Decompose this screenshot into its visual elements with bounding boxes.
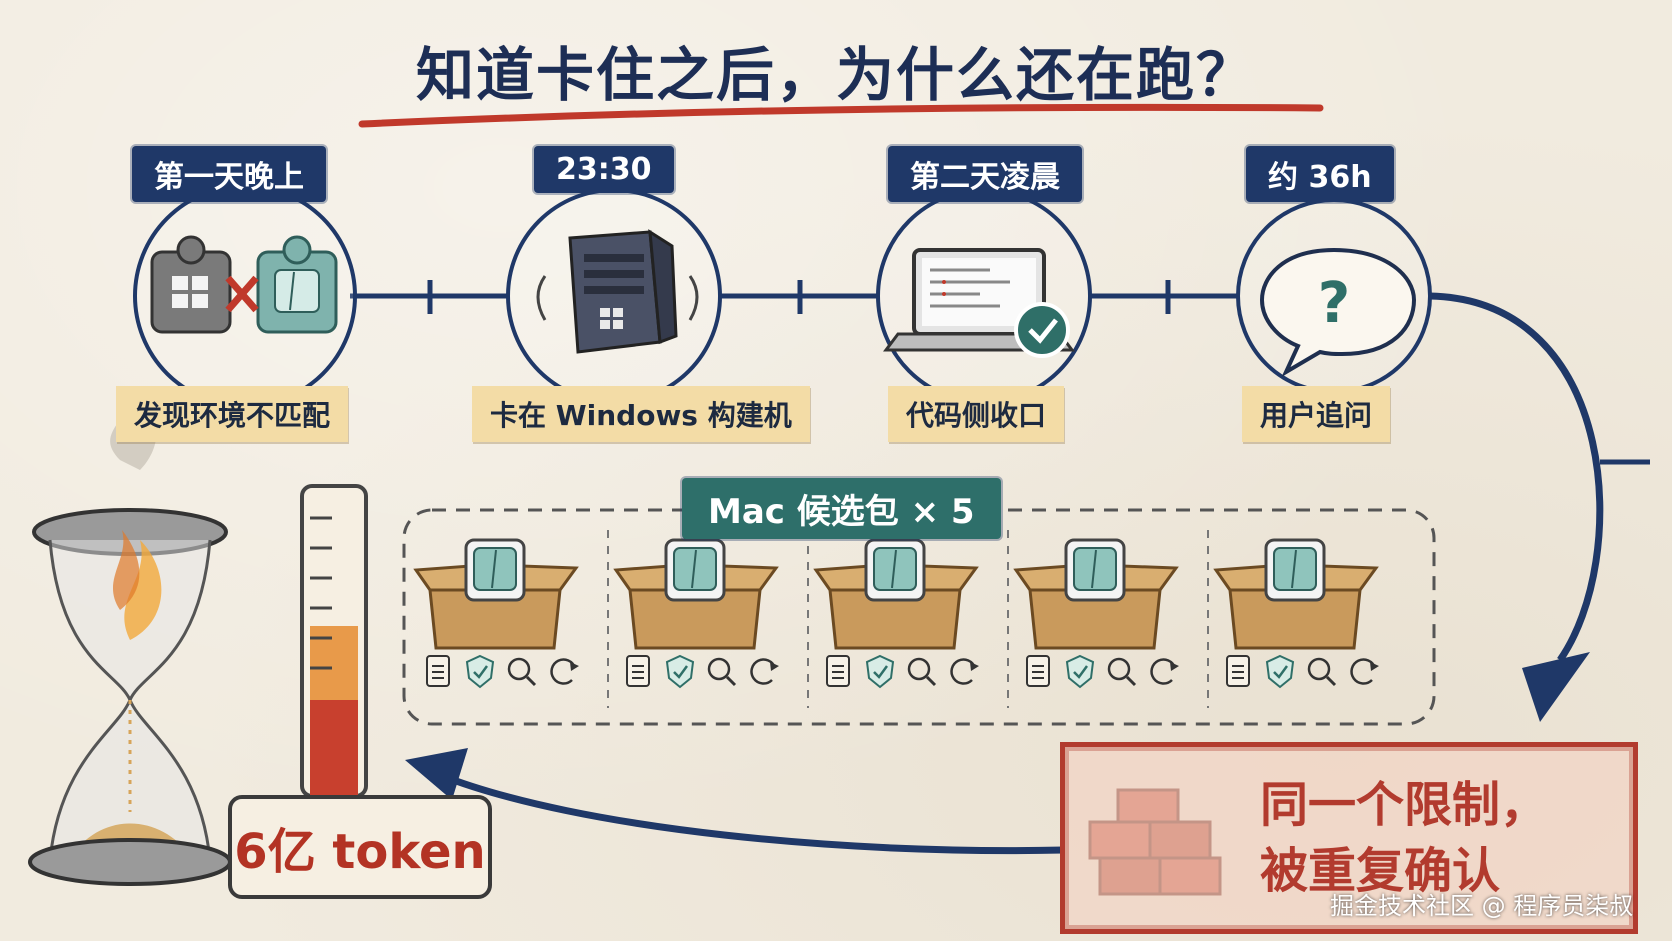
clipboard-icon [1226,655,1250,687]
time-badge-1: 第一天晚上 [132,146,326,202]
mac-package-2 [613,538,779,689]
refresh-icon [1150,658,1179,685]
loop-arrowhead-right [1522,652,1590,722]
limit-callout-text: 同一个限制， 被重复确认 [1260,772,1548,904]
magnifier-icon [907,657,937,687]
laptop-check-icon [883,248,1075,358]
shield-check-icon [1065,654,1095,689]
caption-tape-4: 用户追问 [1242,386,1391,442]
page-title: 知道卡住之后，为什么还在跑？ [415,41,1256,109]
question-bubble-icon: ? [1259,247,1417,377]
mac-package-5 [1213,538,1379,689]
caption-tape-1: 发现环境不匹配 [116,386,349,442]
mac-package-3 [813,538,979,689]
title-underline [358,103,1324,128]
puzzle-mismatch-icon [150,235,338,334]
mac-package-1 [413,538,579,689]
loop-arrow-left [438,771,1065,855]
packages-badge: Mac 候选包 × 5 [682,478,1001,539]
timeline-line [350,280,1238,314]
packages-row [413,530,1379,708]
mac-package-4 [1013,538,1179,689]
refresh-icon [750,658,779,685]
refresh-icon [950,658,979,685]
shield-check-icon [465,654,495,689]
time-badge-4: 约 36h [1246,146,1394,202]
limit-line-1: 同一个限制， [1260,777,1549,833]
limit-line-2: 被重复确认 [1260,843,1501,899]
loop-arrow-right [1429,292,1604,663]
shield-check-icon [1265,654,1295,689]
limit-callout-box [1060,742,1638,934]
magnifier-icon [507,657,537,687]
thermometer-gauge [300,484,368,798]
watermark: 掘金技术社区 @ 程序员柒叔 [1330,892,1634,920]
refresh-icon [1350,658,1379,685]
hourglass-icon [28,390,232,886]
shield-check-icon [865,654,895,689]
time-badge-3: 第二天凌晨 [888,146,1082,202]
time-badge-2: 23:30 [534,146,674,193]
loop-arrowhead-left [405,748,468,800]
caption-tape-2: 卡在 Windows 构建机 [472,386,810,442]
svg-text:?: ? [1318,271,1350,336]
shield-check-icon [665,654,695,689]
clipboard-icon [626,655,650,687]
clipboard-icon [826,655,850,687]
refresh-icon [550,658,579,685]
clipboard-icon [1026,655,1050,687]
clipboard-icon [426,655,450,687]
magnifier-icon [707,657,737,687]
token-counter: 6亿 token [228,795,492,899]
magnifier-icon [1307,657,1337,687]
caption-tape-3: 代码侧收口 [888,386,1065,442]
magnifier-icon [1107,657,1137,687]
build-server-icon [536,229,699,354]
